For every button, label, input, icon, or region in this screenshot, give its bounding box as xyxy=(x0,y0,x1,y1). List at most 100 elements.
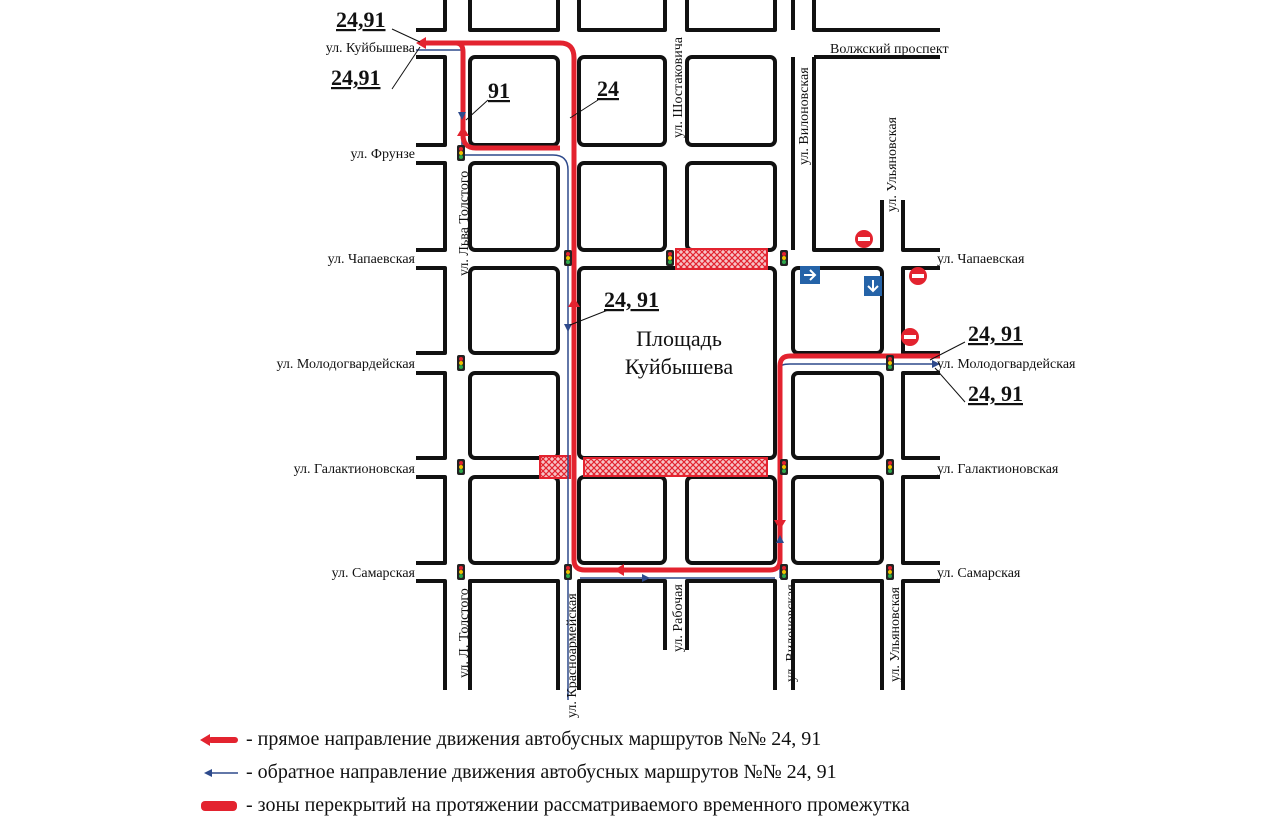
block xyxy=(577,475,667,565)
reverse-arrow xyxy=(932,360,940,368)
leader-line xyxy=(391,28,421,43)
traffic-light-icon xyxy=(564,250,572,266)
leader-line xyxy=(569,309,609,326)
block xyxy=(685,55,777,147)
block xyxy=(468,161,560,252)
route-label: 24, 91 xyxy=(604,287,659,312)
traffic-light-icon xyxy=(886,564,894,580)
route-label: 24 xyxy=(597,76,619,101)
street-label: ул. Вилоновская xyxy=(797,67,812,165)
road-edge xyxy=(416,579,940,690)
reverse-arrow xyxy=(642,574,650,582)
traffic-light-icon xyxy=(457,564,465,580)
block xyxy=(416,475,447,565)
leader-line xyxy=(934,367,966,403)
route-label: 91 xyxy=(488,78,510,103)
forward-route-line xyxy=(420,40,940,573)
block xyxy=(416,55,447,147)
reverse-arrow xyxy=(564,324,572,332)
leader-line xyxy=(391,46,421,90)
road-edge xyxy=(812,0,940,32)
legend-closure: - зоны перекрытий на протяжении рассматр… xyxy=(200,794,910,817)
leader-line xyxy=(465,99,489,121)
reverse-arrow xyxy=(776,535,784,543)
route-label: 24,91 xyxy=(331,65,381,90)
street-label: ул. Рабочая xyxy=(671,584,686,652)
route-label: 24, 91 xyxy=(968,381,1023,406)
legend-reverse: - обратное направление движения автобусн… xyxy=(200,761,837,784)
reverse-route-line xyxy=(779,363,940,578)
block xyxy=(577,55,667,147)
traffic-light-icon xyxy=(564,564,572,580)
block xyxy=(685,161,777,252)
reverse-route-legend-icon xyxy=(204,768,238,777)
closure-zone-legend-icon xyxy=(201,800,237,811)
street-label: ул. Фрунзе xyxy=(351,147,415,162)
block xyxy=(685,475,777,565)
block xyxy=(416,161,447,252)
reverse-route-line xyxy=(416,49,569,700)
block xyxy=(468,371,560,460)
block xyxy=(577,161,667,252)
street-label: ул. Куйбышева xyxy=(326,41,416,56)
street-label: ул. Вилоновская xyxy=(784,584,799,682)
traffic-light-icon xyxy=(457,459,465,475)
road-edge xyxy=(416,0,777,32)
street-label: ул. Шостаковича xyxy=(671,36,686,138)
block xyxy=(791,475,884,565)
forward-arrow xyxy=(568,297,580,307)
route-arrows xyxy=(416,37,786,576)
one-way-down-sign-icon xyxy=(864,276,882,296)
street-label: ул. Ульяновская xyxy=(888,586,903,682)
route-labels: 24,91 24,91 91 24 24, 91 24, 91 24, 91 xyxy=(331,7,1023,406)
traffic-light-icon xyxy=(780,250,788,266)
leader-line xyxy=(929,341,966,361)
block xyxy=(791,266,884,355)
street-label: ул. Чапаевская xyxy=(937,252,1025,267)
street-label: ул. Галактионовская xyxy=(294,462,416,477)
leader-lines xyxy=(391,28,966,403)
street-labels: ул. Куйбышева Волжский проспект ул. Фрун… xyxy=(277,36,1077,718)
legend-forward: - прямое направление движения автобусных… xyxy=(200,728,821,751)
leader-line xyxy=(569,99,599,119)
route-label: 24,91 xyxy=(336,7,386,32)
block xyxy=(901,371,940,460)
traffic-lights xyxy=(457,145,894,580)
forward-route-legend-icon xyxy=(200,733,238,746)
legend-reverse-text: - обратное направление движения автобусн… xyxy=(246,761,837,783)
street-label: ул. Молодогвардейская xyxy=(277,357,416,372)
legend-closure-text: - зоны перекрытий на протяжении рассматр… xyxy=(246,794,910,816)
street-label: ул. Галактионовская xyxy=(937,462,1059,477)
street-label: ул. Красноармейская xyxy=(565,593,580,718)
traffic-light-icon xyxy=(780,459,788,475)
square-name-line1: Площадь xyxy=(636,326,722,351)
one-way-right-sign-icon xyxy=(800,266,820,284)
closure-zone xyxy=(583,457,768,477)
street-label: ул. Чапаевская xyxy=(328,252,416,267)
road-signs xyxy=(800,230,927,346)
street-label: ул. Ульяновская xyxy=(885,116,900,212)
no-entry-sign-icon xyxy=(901,328,919,346)
street-label: ул. Л. Толстого xyxy=(457,588,472,678)
closure-zone xyxy=(539,455,571,479)
closure-zones xyxy=(539,248,768,479)
traffic-light-icon xyxy=(666,250,674,266)
square-name-line2: Куйбышева xyxy=(625,354,734,379)
traffic-light-icon xyxy=(457,355,465,371)
block xyxy=(468,55,560,147)
traffic-light-icon xyxy=(780,564,788,580)
no-entry-sign-icon xyxy=(909,267,927,285)
road-edge xyxy=(791,57,940,252)
traffic-light-icon xyxy=(457,145,465,161)
street-label: ул. Самарская xyxy=(332,566,416,581)
traffic-light-icon xyxy=(886,355,894,371)
street-label: ул. Самарская xyxy=(937,566,1021,581)
street-label: ул. Льва Толстого xyxy=(457,171,472,276)
route-label: 24, 91 xyxy=(968,321,1023,346)
closure-zone xyxy=(675,248,768,270)
block xyxy=(468,266,560,355)
street-label: ул. Молодогвардейская xyxy=(937,357,1076,372)
block xyxy=(791,371,884,460)
block xyxy=(468,475,560,565)
